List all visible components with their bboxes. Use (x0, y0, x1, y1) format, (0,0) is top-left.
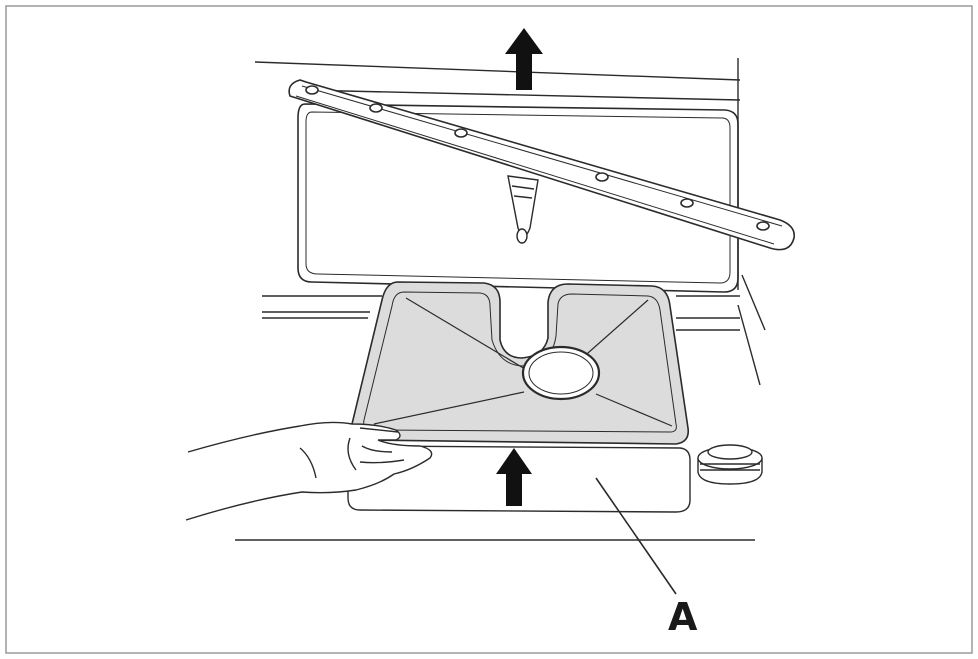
figure-frame (5, 5, 973, 654)
spray-arm (288, 79, 796, 251)
cabinet-lines (235, 58, 766, 541)
inner-panel (297, 103, 739, 293)
callout-label: A (668, 595, 698, 639)
hand-icon (185, 421, 433, 521)
up-arrow-icon (505, 28, 543, 90)
filter-base-tray (347, 445, 691, 513)
drain-cap (697, 444, 763, 485)
filter-plate (350, 281, 690, 445)
callout-leader (595, 477, 677, 595)
up-arrow-icon (496, 448, 532, 506)
inner-panel-inset (305, 111, 731, 284)
spray-arm-nozzle (507, 175, 539, 244)
